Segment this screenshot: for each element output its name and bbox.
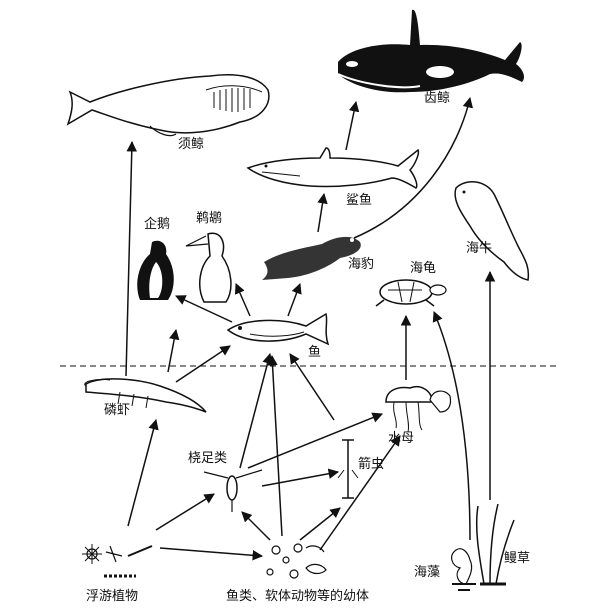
arrow-seaweed-to-sea-turtle — [432, 311, 471, 541]
arrow-larvae-to-arrow-worm — [299, 507, 341, 541]
copepod-icon — [203, 469, 263, 512]
jellyfish-icon — [385, 386, 452, 433]
baleen-whale-icon — [66, 74, 270, 137]
arrow-phytoplankton-to-krill — [127, 418, 159, 527]
fish-icon — [226, 312, 330, 346]
label-sea-turtle: 海龟 — [410, 261, 437, 276]
label-larvae: 鱼类、软体动物等的幼体 — [226, 589, 370, 604]
arrow-fish-to-penguin — [175, 295, 233, 323]
arrow-phytoplankton-to-copepod — [155, 493, 215, 531]
label-seaweed: 海藻 — [414, 565, 441, 580]
label-pelican: 鹈鹕 — [196, 211, 223, 226]
label-penguin: 企鹅 — [144, 217, 171, 232]
arrow-fish-to-pelican — [234, 283, 251, 317]
arrow-krill-to-baleen-whale — [125, 140, 138, 377]
arrow-seal-to-toothed-whale — [353, 96, 473, 239]
arrow-krill-to-penguin — [167, 328, 180, 373]
pelican-icon — [185, 232, 232, 303]
sea-turtle-icon — [375, 279, 447, 307]
label-toothed-whale: 齿鲸 — [424, 91, 451, 106]
label-jellyfish: 水母 — [388, 431, 415, 446]
label-krill: 磷虾 — [104, 403, 131, 418]
label-eelgrass: 鳗草 — [504, 551, 531, 566]
label-arrow-worm: 箭虫 — [358, 457, 385, 472]
arrow-phytoplankton-to-larvae — [159, 547, 264, 561]
label-baleen-whale: 须鲸 — [178, 137, 205, 152]
label-manatee: 海牛 — [466, 241, 493, 256]
arrow-larvae-to-copepod — [241, 511, 271, 541]
arrow-worm-icon — [337, 439, 359, 499]
arrow-krill-to-fish — [175, 345, 231, 383]
label-copepod: 桡足类 — [188, 451, 228, 466]
arrow-shark-to-toothed-whale — [345, 100, 360, 151]
label-seal: 海豹 — [348, 257, 375, 272]
arrow-fish-to-seal — [287, 283, 302, 317]
seal-icon — [262, 236, 361, 280]
krill-icon — [84, 378, 207, 413]
eelgrass-icon — [475, 503, 515, 586]
arrow-larvae-to-fish — [267, 354, 283, 537]
arrow-seal-to-shark — [317, 192, 328, 233]
label-phytoplankton: 浮游植物 — [86, 589, 139, 604]
manatee-icon — [454, 181, 530, 281]
arrow-copepod-to-jellyfish — [247, 412, 383, 469]
arrow-copepod-to-arrow-worm — [261, 468, 340, 487]
phytoplankton-icon — [82, 544, 153, 578]
toothed-whale-icon — [337, 9, 524, 93]
arrow-larvae-to-jellyfish — [319, 435, 401, 551]
food-web-arrows — [125, 96, 496, 561]
penguin-icon — [137, 240, 174, 300]
seaweed-icon — [451, 548, 476, 591]
arrow-arrow-worm-to-fish — [289, 353, 335, 421]
larvae-icon — [266, 543, 327, 579]
label-fish: 鱼 — [308, 345, 322, 360]
arrow-copepod-to-fish — [239, 352, 273, 469]
label-shark: 鲨鱼 — [346, 193, 373, 208]
shark-icon — [246, 147, 420, 189]
